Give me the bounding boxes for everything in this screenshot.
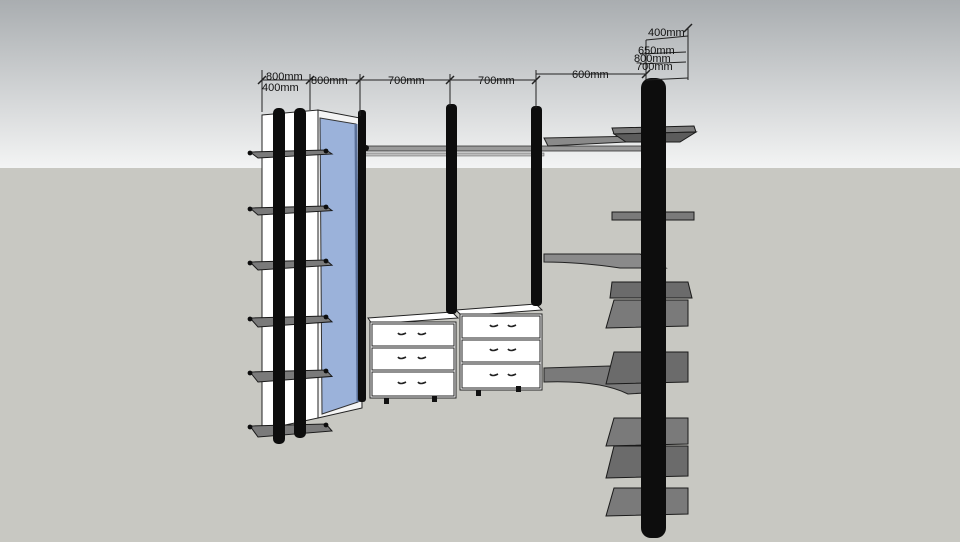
dim-left-width-2: 800mm [311,75,348,87]
center-post-3 [531,106,542,306]
shelf-peg [323,148,329,154]
shelf-peg [323,258,329,264]
dim-bay-3: 600mm [572,69,609,81]
hanging-rail [363,145,665,152]
left-post-1 [273,108,285,444]
drawer-unit-1 [367,311,460,404]
shelf-peg [247,150,253,156]
shelf-peg [323,204,329,210]
dim-right-650: 650mm [638,45,675,57]
dim-left-width-1: 800mm [266,71,303,83]
dim-left-depth: 400mm [262,82,299,94]
shelf-peg [247,370,253,376]
dimension-annotations [257,23,693,116]
shelf-peg [247,424,253,430]
left-shelf-tower [247,108,363,444]
left-post-2 [294,108,306,438]
sky [0,0,960,168]
shelf-peg [323,368,329,374]
center-section [358,104,665,404]
center-post-2 [446,104,457,314]
shelf-peg [323,314,329,320]
left-shelves [247,148,334,438]
dimension-labels: 800mm 400mm 800mm 700mm 700mm 600mm 400m… [262,27,685,94]
center-post-1 [358,110,366,402]
dim-bay-2: 700mm [478,75,515,87]
right-shelf-tower [605,78,698,538]
shelf-peg [323,422,329,428]
shelf-peg [247,206,253,212]
dim-right-800: 800mm [634,53,671,65]
shelf-peg [247,316,253,322]
drawer-unit-2 [454,303,544,396]
right-main-post [641,78,666,538]
dim-right-700: 700mm [636,61,673,73]
shelf-peg [247,260,253,266]
dim-right-400: 400mm [648,27,685,39]
dim-bay-1: 700mm [388,75,425,87]
